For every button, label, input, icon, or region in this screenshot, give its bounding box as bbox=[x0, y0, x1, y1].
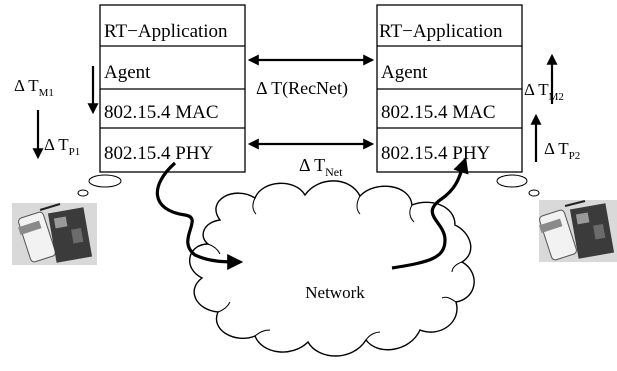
delta-t-recnet-label: Δ T(RecNet) bbox=[256, 78, 348, 99]
right-thought-bubble-icon bbox=[496, 174, 540, 197]
right-layer-mac: 802.15.4 MAC bbox=[381, 102, 496, 123]
left-layer-rt-application: RT−Application bbox=[104, 21, 228, 42]
delta-t-net-label: Δ TNet bbox=[299, 155, 343, 179]
right-layer-phy: 802.15.4 PHY bbox=[381, 143, 491, 164]
network-cloud-icon bbox=[188, 180, 475, 357]
left-stack: RT−Application Agent 802.15.4 MAC 802.15… bbox=[99, 4, 246, 173]
delta-t-m2-label: Δ TM2 bbox=[524, 80, 564, 103]
left-sensor-node-photo bbox=[12, 203, 97, 265]
right-stack: RT−Application Agent 802.15.4 MAC 802.15… bbox=[376, 4, 523, 173]
delta-t-m1-label: Δ TM1 bbox=[14, 76, 54, 99]
left-layer-mac: 802.15.4 MAC bbox=[104, 102, 219, 123]
left-layer-phy: 802.15.4 PHY bbox=[104, 143, 214, 164]
right-layer-rt-application: RT−Application bbox=[379, 21, 503, 42]
right-layer-agent: Agent bbox=[381, 62, 428, 83]
network-label: Network bbox=[305, 283, 365, 302]
left-thought-bubble-icon bbox=[77, 174, 122, 197]
signal-into-network-arrow bbox=[155, 161, 244, 270]
delta-t-p2-label: Δ TP2 bbox=[544, 139, 580, 162]
signal-out-of-network-arrow bbox=[391, 156, 469, 270]
right-sensor-node-photo bbox=[539, 200, 617, 262]
delta-t-p1-label: Δ TP1 bbox=[44, 135, 80, 158]
left-layer-agent: Agent bbox=[104, 62, 151, 83]
